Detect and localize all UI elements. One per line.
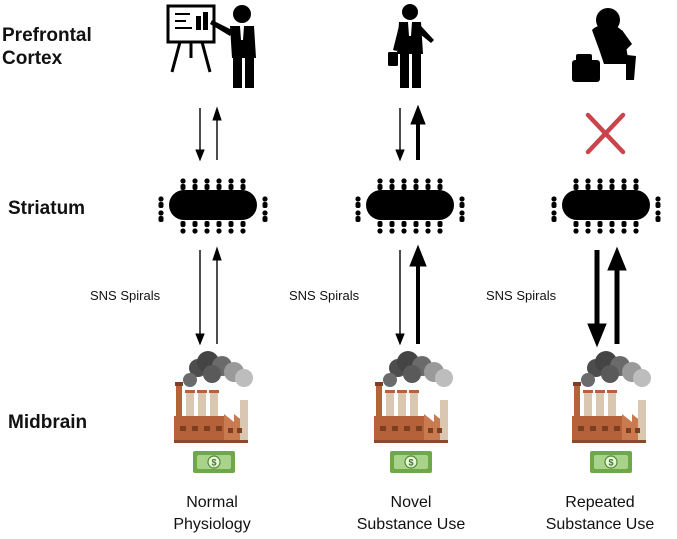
factory-icon: [374, 351, 453, 443]
spiral-label-repeated: SNS Spirals: [486, 288, 557, 303]
presenter-whiteboard-icon: [166, 4, 256, 88]
row-label-striatum: Striatum: [8, 198, 86, 219]
factory-icon: [572, 351, 651, 443]
spiral-label-novel: SNS Spirals: [289, 288, 360, 303]
conference-table-icon: [551, 178, 661, 234]
row-label-midbrain: Midbrain: [8, 412, 88, 433]
spiral-arrows-normal: [195, 246, 222, 346]
money-bill-icon: [589, 450, 633, 474]
distressed-person-icon: [572, 8, 636, 82]
column-label-repeated-substance-use: Repeated Substance Use: [545, 494, 655, 533]
conference-table-icon: [158, 178, 268, 234]
cortex-striatum-arrows-novel: [395, 104, 426, 162]
spiral-arrows-novel: [395, 244, 427, 346]
businessman-walking-icon: [388, 4, 434, 88]
money-bill-icon: [192, 450, 236, 474]
cortex-striatum-arrows-normal: [195, 106, 222, 162]
spiral-label-normal: SNS Spirals: [90, 288, 161, 303]
money-bill-icon: [389, 450, 433, 474]
row-label-prefrontal-cortex: Prefrontal Cortex: [2, 25, 92, 69]
column-label-normal-physiology: Normal Physiology: [173, 494, 251, 533]
column-label-novel-substance-use: Novel Substance Use: [356, 494, 466, 533]
red-cross-icon: [585, 112, 626, 155]
spiral-arrows-repeated: [587, 246, 627, 348]
factory-icon: [174, 351, 253, 443]
conference-table-icon: [355, 178, 465, 234]
